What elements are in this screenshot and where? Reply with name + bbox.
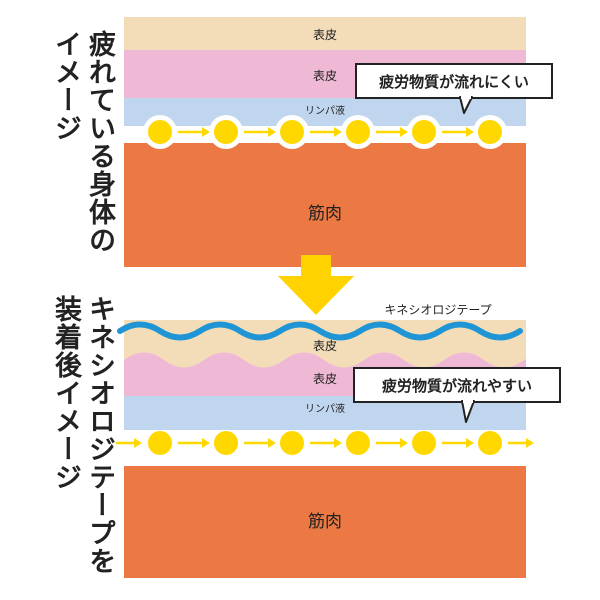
before-callout: 疲労物質が流れにくい — [355, 63, 553, 114]
tape-label: キネシオロジテープ — [384, 303, 491, 317]
after-arrow-head — [526, 438, 534, 448]
before-dot — [478, 120, 502, 144]
transition-arrow — [278, 255, 354, 315]
before-dot — [214, 120, 238, 144]
after-arrow-head — [134, 438, 142, 448]
before-lymph-label: リンパ液 — [305, 104, 345, 117]
after-dot — [214, 431, 238, 455]
after-callout-box — [353, 367, 561, 403]
after-skin2-label: 表皮 — [313, 372, 337, 386]
after-title-line-2: 装着後イメージ — [50, 295, 81, 491]
before-arrow-head — [334, 127, 342, 137]
before-skin1-layer — [124, 17, 526, 50]
after-callout-tail-mask — [463, 399, 473, 403]
after-callout-text: 疲労物質が流れやすい — [382, 377, 532, 395]
before-arrow-head — [268, 127, 276, 137]
after-arrow-head — [400, 438, 408, 448]
before-dot — [346, 120, 370, 144]
before-panel: 表皮 表皮 リンパ液 筋肉 — [124, 17, 553, 267]
before-skin2-label: 表皮 — [313, 69, 337, 83]
after-arrow-head — [334, 438, 342, 448]
before-title-line-1: 疲れている身体の — [84, 30, 115, 254]
after-lymph-label: リンパ液 — [305, 402, 345, 415]
after-callout: 疲労物質が流れやすい — [353, 367, 561, 423]
after-title: キネシオロジテープを 装着後イメージ — [50, 295, 115, 575]
after-dot — [148, 431, 172, 455]
before-arrow-head — [400, 127, 408, 137]
after-dot — [280, 431, 304, 455]
kinesio-tape — [117, 321, 523, 341]
after-skin1-label: 表皮 — [313, 339, 337, 353]
before-flow-arrows — [178, 127, 474, 137]
before-callout-text: 疲労物質が流れにくい — [379, 73, 529, 91]
after-dot — [346, 431, 370, 455]
after-title-line-1: キネシオロジテープを — [84, 295, 115, 575]
before-dot — [148, 120, 172, 144]
before-callout-box — [355, 63, 553, 99]
before-channel — [124, 126, 526, 143]
after-flow-arrows — [116, 438, 534, 448]
after-dot — [412, 431, 436, 455]
before-dot — [412, 120, 436, 144]
after-muscle-layer — [124, 466, 526, 578]
before-arrow-head — [466, 127, 474, 137]
after-arrow-head — [202, 438, 210, 448]
before-dot — [280, 120, 304, 144]
after-arrow-head — [268, 438, 276, 448]
before-arrow-head — [202, 127, 210, 137]
after-panel: キネシオロジテープ 表皮 表皮 リンパ液 — [116, 303, 561, 578]
after-flow — [116, 431, 534, 455]
before-muscle-label: 筋肉 — [308, 204, 342, 224]
before-title: 疲れている身体の イメージ — [50, 30, 115, 254]
before-flow — [143, 115, 507, 149]
before-title-line-2: イメージ — [50, 30, 81, 142]
after-dot — [478, 431, 502, 455]
transition-arrow-shaft — [301, 255, 331, 277]
after-arrow-head — [466, 438, 474, 448]
before-muscle-layer — [124, 143, 526, 267]
transition-arrow-head — [278, 276, 354, 315]
before-skin1-label: 表皮 — [313, 28, 337, 42]
before-callout-tail-mask — [461, 95, 471, 99]
after-muscle-label: 筋肉 — [308, 512, 342, 532]
